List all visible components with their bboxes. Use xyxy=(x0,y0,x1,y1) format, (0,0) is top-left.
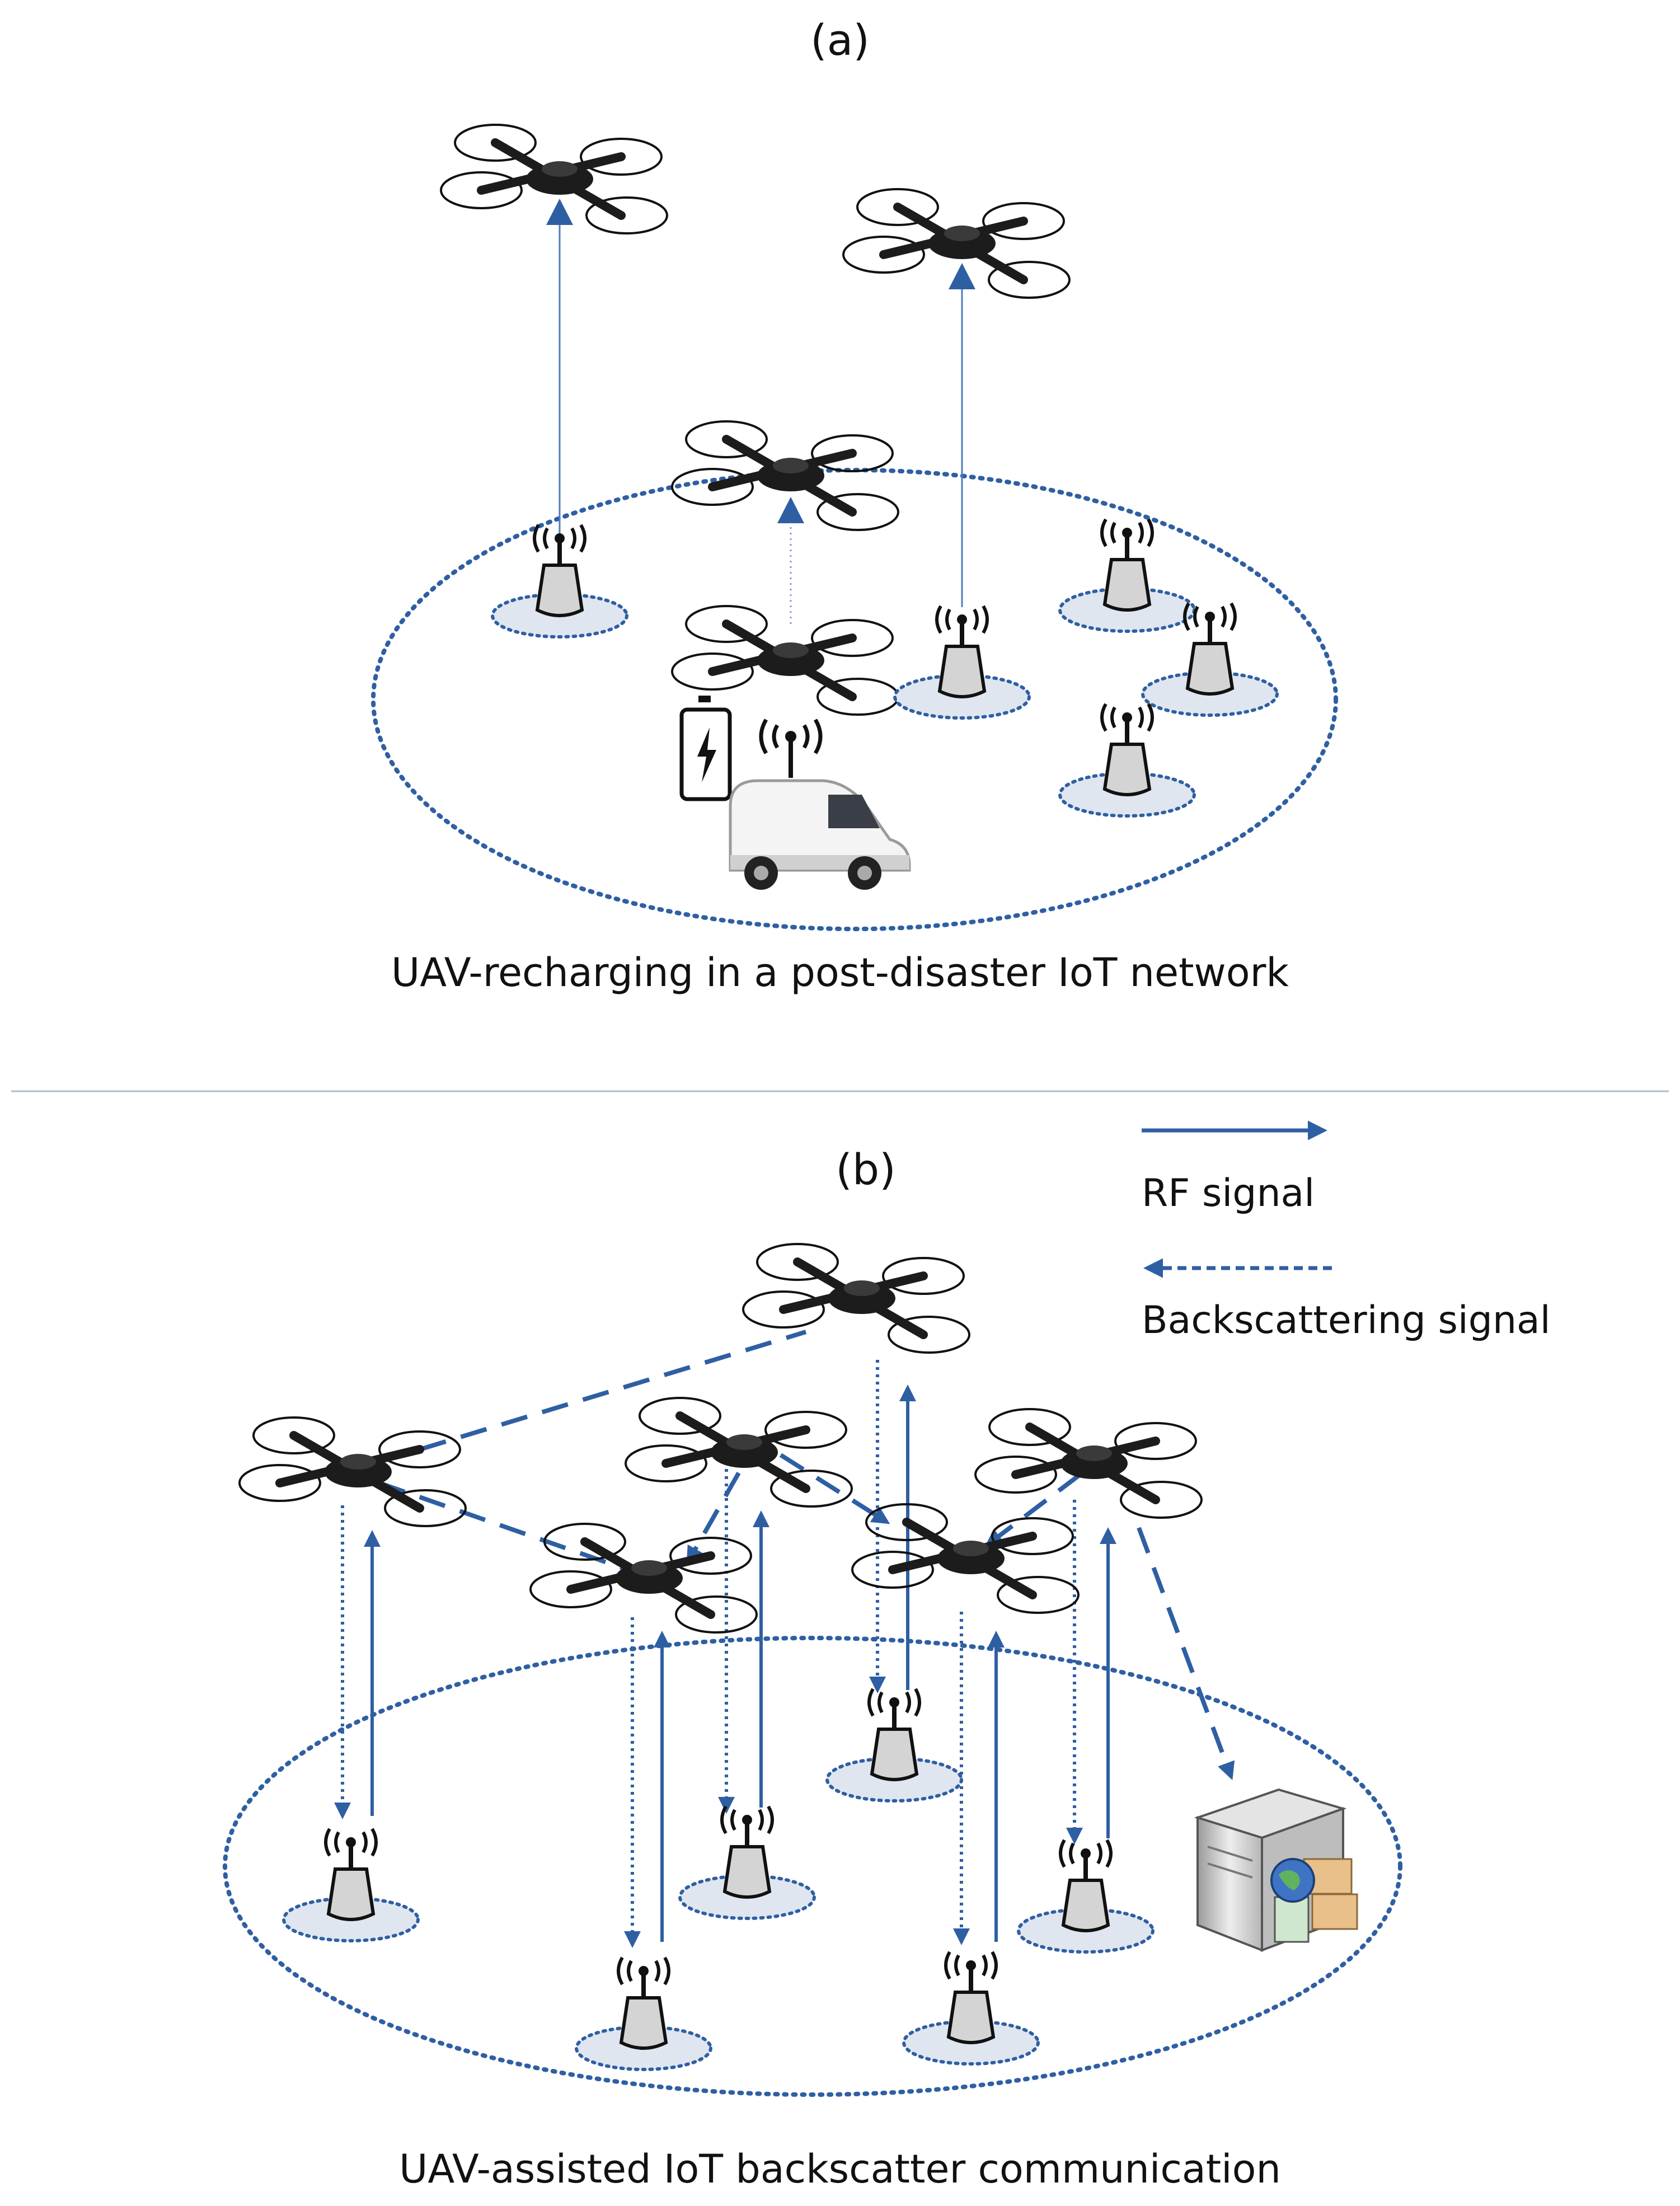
iot-sensor-icon xyxy=(491,524,628,639)
iot-sensor-icon xyxy=(678,1805,816,1920)
drone-icon xyxy=(529,1523,758,1634)
panel-a-caption: UAV-recharging in a post-disaster IoT ne… xyxy=(391,950,1289,996)
server-icon xyxy=(1194,1788,1358,1952)
iot-sensor-icon xyxy=(825,1688,963,1803)
drone-icon xyxy=(742,1243,970,1354)
panel-b: (b) RF signal Backscattering signal xyxy=(223,1120,1551,2192)
iot-sensor-icon xyxy=(1017,1839,1155,1954)
coverage-zone xyxy=(223,1636,1402,2097)
drone-icon xyxy=(851,1503,1080,1614)
iot-sensor-icon xyxy=(575,1956,712,2071)
uav-to-uav-links xyxy=(378,1330,1235,1781)
van-icon xyxy=(729,779,911,890)
backscatter-links xyxy=(334,1360,1083,1948)
panel-b-label: (b) xyxy=(836,1144,896,1194)
battery-charging-icon xyxy=(679,696,732,801)
iot-sensor-icon xyxy=(1141,602,1279,717)
rf-links xyxy=(364,1384,1116,1942)
panel-b-caption: UAV-assisted IoT backscatter communicati… xyxy=(399,2146,1281,2192)
drone-icon xyxy=(238,1416,467,1527)
drone-icon xyxy=(974,1408,1203,1519)
drone-icon xyxy=(842,188,1071,299)
drone-icon xyxy=(440,124,668,234)
iot-sensor-icon xyxy=(893,605,1031,720)
panel-a-label: (a) xyxy=(810,15,870,65)
iot-sensor-icon xyxy=(282,1828,420,1942)
legend-backscatter-label: Backscattering signal xyxy=(1142,1298,1551,1343)
iot-sensor-icon xyxy=(902,1951,1040,2066)
legend: RF signal Backscattering signal xyxy=(1142,1120,1551,1343)
drone-icon xyxy=(625,1397,853,1508)
iot-sensor-icon xyxy=(1058,703,1196,818)
panel-a: (a) xyxy=(371,15,1338,996)
legend-rf-label: RF signal xyxy=(1142,1171,1315,1215)
antenna-signal-icon xyxy=(759,719,823,778)
arrow-head xyxy=(949,263,975,289)
drone-icon xyxy=(671,420,899,531)
arrow-head xyxy=(546,199,573,225)
arrow-head xyxy=(777,497,804,523)
drone-icon xyxy=(671,605,899,716)
iot-sensor-icon xyxy=(1058,518,1196,633)
